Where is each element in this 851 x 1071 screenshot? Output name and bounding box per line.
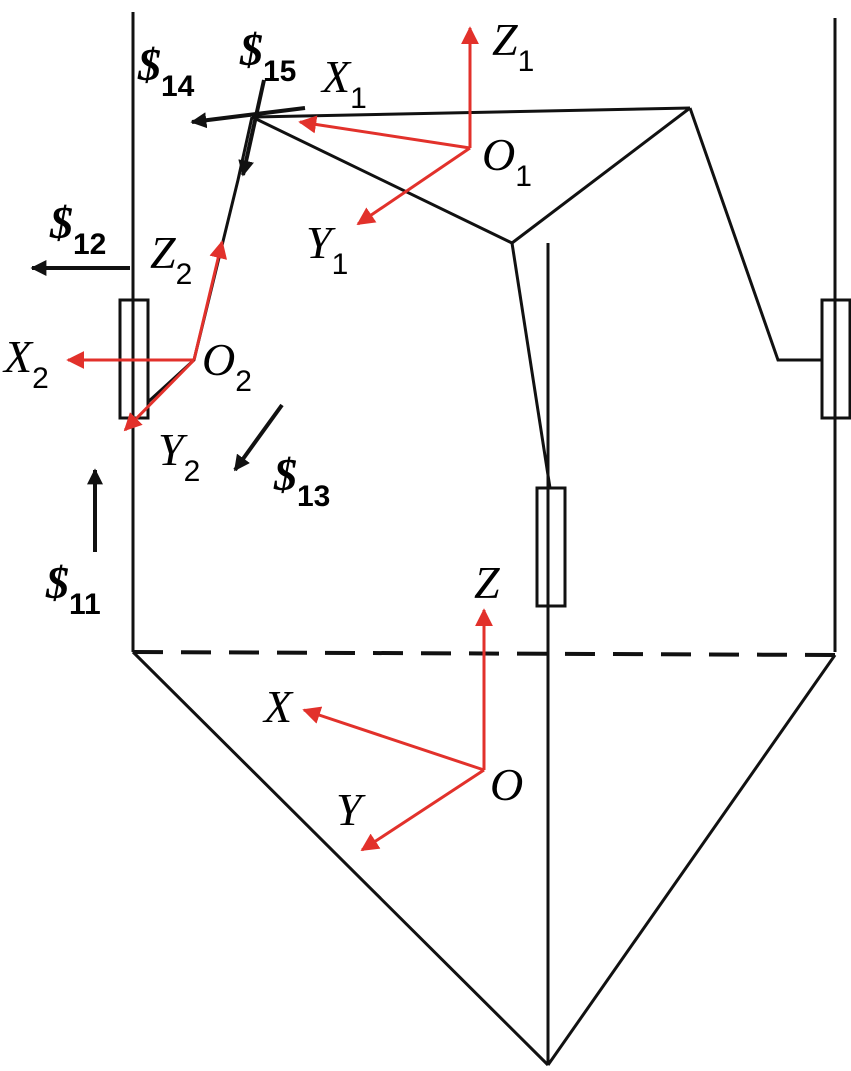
screw-13-arrow — [233, 403, 284, 472]
z1-label: Z1 — [492, 14, 534, 78]
screw-11-label: $11 — [45, 557, 101, 621]
x-axis — [302, 706, 485, 772]
screw-14-arrow — [190, 106, 306, 129]
y-label: Y — [336, 784, 366, 835]
right-limb — [688, 107, 822, 362]
o-label: O — [490, 759, 523, 810]
middle-limb — [510, 242, 552, 489]
screw-12-label: $12 — [49, 197, 106, 261]
y1-label: Y1 — [306, 217, 348, 281]
platform-left-edge — [251, 115, 513, 245]
x2-label: X2 — [2, 331, 49, 395]
platform-right-edge — [511, 106, 691, 245]
x1-label: X1 — [320, 51, 367, 115]
y2-axis — [123, 358, 196, 432]
x1-axis — [298, 115, 471, 150]
y-axis — [360, 768, 485, 852]
y1-axis — [356, 146, 471, 226]
o2-label: O2 — [202, 334, 252, 398]
base-right-edge — [546, 654, 837, 1066]
z2-label: Z2 — [150, 227, 192, 291]
screw-14-label: $14 — [137, 39, 195, 103]
y2-label: Y2 — [158, 424, 200, 488]
base-left-edge — [131, 650, 550, 1067]
x-label: X — [262, 681, 294, 732]
z2-axis — [192, 240, 228, 361]
o1-label: O1 — [482, 129, 532, 193]
screw-15-label: $15 — [239, 24, 296, 88]
screw-13-label: $13 — [273, 449, 330, 513]
z-label: Z — [474, 557, 500, 608]
screw-15-arrow — [238, 79, 266, 177]
middle-slider — [535, 486, 567, 608]
